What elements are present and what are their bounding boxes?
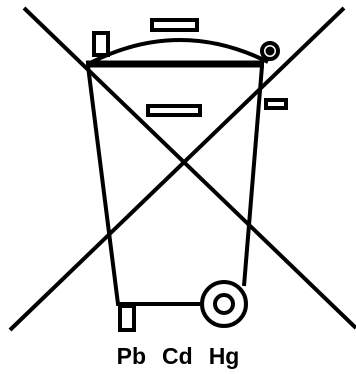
metal-symbol-pb: Pb [116,342,147,369]
bin-lid-hinge [260,41,280,61]
bin-side-bracket [264,98,288,110]
bin-leg [118,304,136,332]
bin-lid-handle [150,18,199,32]
metal-symbol-cd: Cd [162,342,193,369]
cross-line-right [8,6,346,332]
bin-lid-hinge-center [265,46,275,56]
bin-slot [146,104,202,117]
metal-symbol-hg: Hg [208,342,240,369]
bin-lid-dome [91,38,269,64]
bin-wheel-hub [213,293,235,315]
bin-lid-post [92,31,110,57]
cross-line-left [22,6,356,330]
heavy-metals-caption: Pb Cd Hg [0,338,356,374]
bin-wheel [200,280,248,328]
bin-body [86,65,264,306]
